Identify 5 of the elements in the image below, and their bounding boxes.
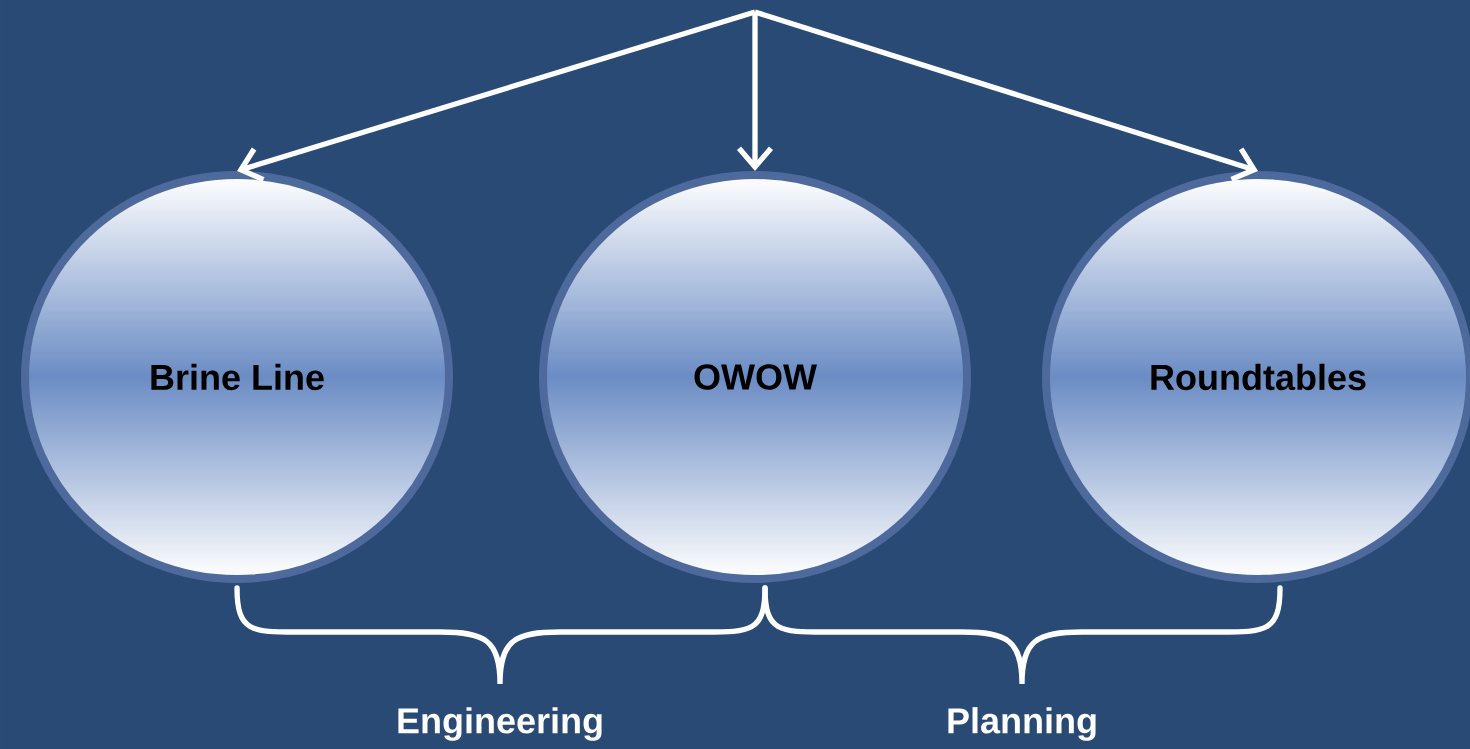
group-label: Planning [948,707,1096,741]
arrow [754,9,1258,182]
group-label: Engineering [398,707,602,741]
arrow [737,12,774,171]
arrow [237,9,756,183]
